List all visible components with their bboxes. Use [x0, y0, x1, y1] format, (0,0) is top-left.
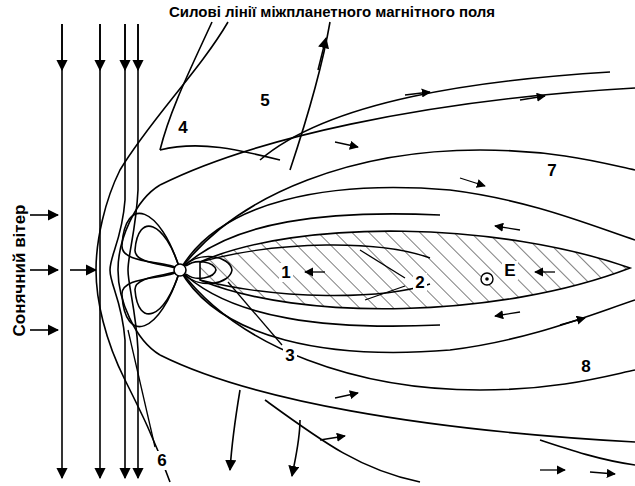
callout-number: 4 — [176, 118, 189, 137]
callout-number: 1 — [279, 263, 292, 282]
callout-number: 2 — [413, 273, 426, 292]
callout-number: 7 — [545, 161, 558, 180]
side-label: Сонячний вітер — [12, 204, 29, 336]
callout-number: 5 — [258, 91, 271, 110]
diagram-title: Силові лінії міжпланетного магнітного по… — [169, 4, 495, 19]
callout-letter: E — [502, 261, 517, 280]
callout-number: 8 — [579, 357, 592, 376]
callout-number: 6 — [155, 451, 168, 470]
callout-number: 3 — [283, 346, 296, 365]
